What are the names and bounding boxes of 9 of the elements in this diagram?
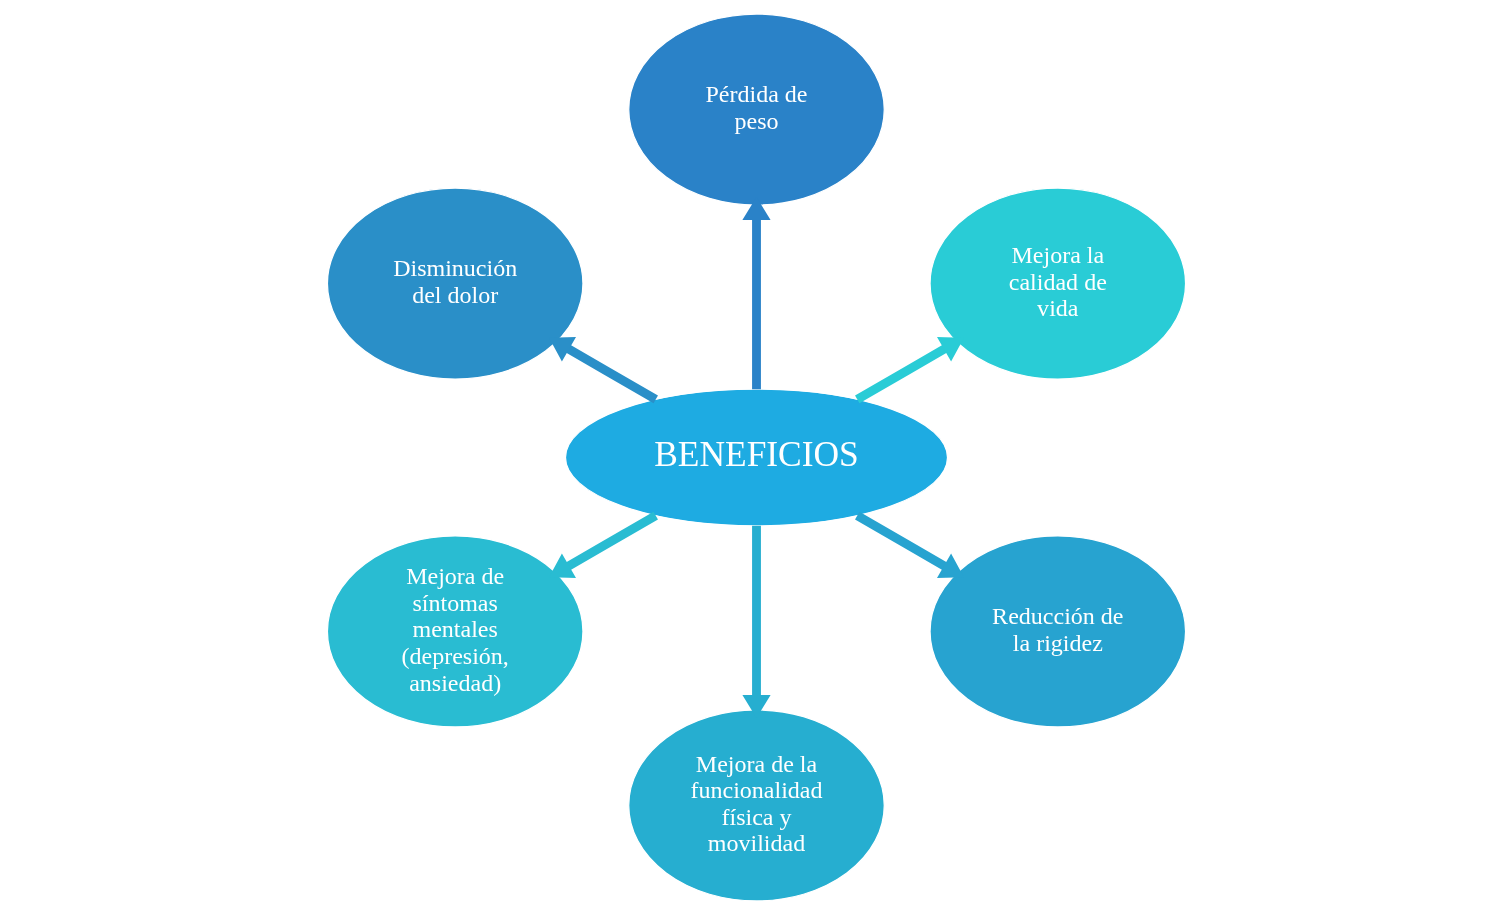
arrow [854,511,964,578]
arrow [854,336,964,403]
node-ellipse: BENEFICIOS [564,388,948,526]
node-ellipse: Mejora de la funcionalidad física y movilidad [627,708,885,902]
node-ellipse: Pérdida de peso [627,12,885,206]
node-ellipse: Mejora la calidad de vida [928,186,1186,380]
node-ellipse: Reducción de la rigidez [928,534,1186,728]
node-ellipse: Disminución del dolor [326,186,584,380]
node-ellipse: Mejora de síntomas mentales (depresión, ansiedad) [326,534,584,728]
